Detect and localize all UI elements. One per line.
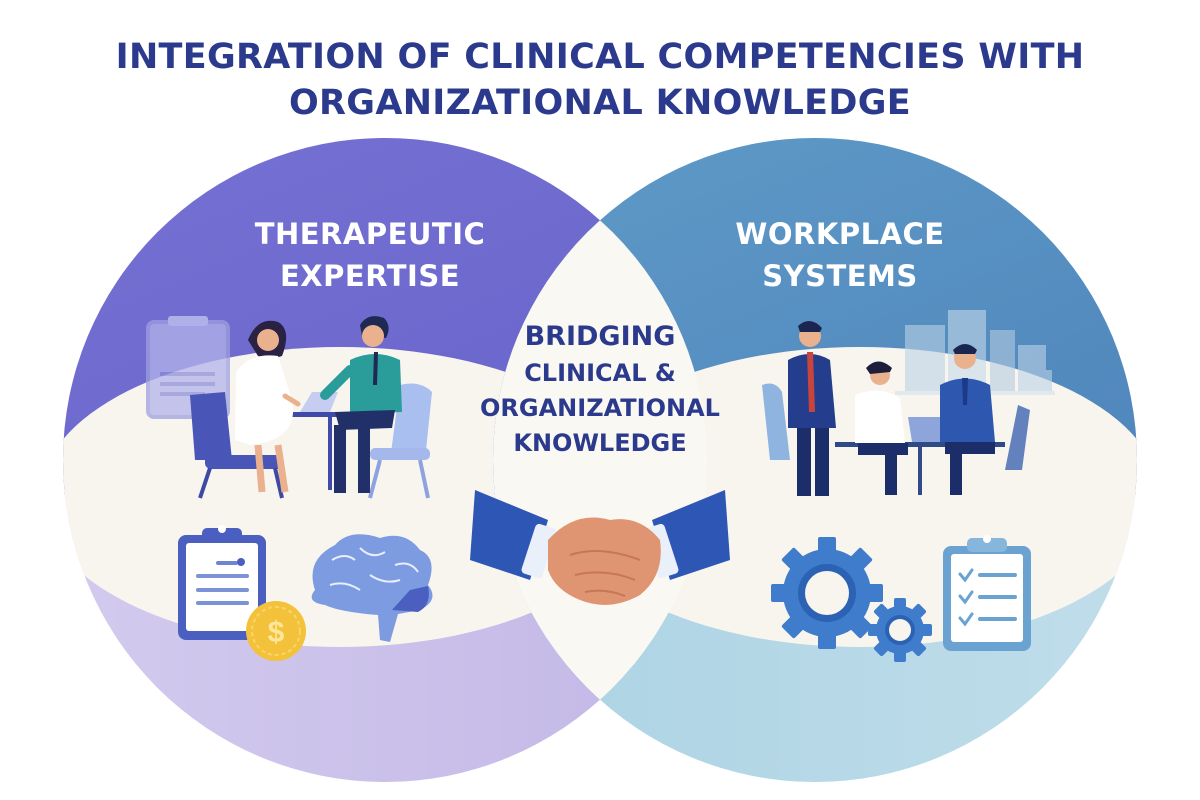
gears-icon	[771, 537, 932, 662]
checklist-icon	[943, 535, 1031, 651]
center-line-2: CLINICAL &	[524, 359, 676, 387]
left-label-line-2: EXPERTISE	[279, 259, 461, 293]
right-label-line-1: WORKPLACE	[735, 217, 945, 251]
center-line-1: BRIDGING	[524, 321, 676, 352]
therapy-session-scene	[190, 316, 432, 499]
clipboard-icon	[178, 525, 266, 640]
left-label-line-1: THERAPEUTIC	[254, 217, 486, 251]
page-title: INTEGRATION OF CLINICAL COMPETENCIES WIT…	[0, 34, 1200, 126]
right-circle-label: WORKPLACE SYSTEMS	[670, 213, 1010, 297]
right-label-line-2: SYSTEMS	[762, 259, 918, 293]
center-label: BRIDGING CLINICAL & ORGANIZATIONAL KNOWL…	[465, 318, 735, 461]
left-circle-label: THERAPEUTIC EXPERTISE	[200, 213, 540, 297]
brain-icon	[311, 534, 433, 642]
handshake-icon	[470, 490, 730, 605]
coin-dollar-icon: $	[246, 601, 306, 661]
center-line-4: KNOWLEDGE	[513, 429, 687, 457]
title-line-2: ORGANIZATIONAL KNOWLEDGE	[289, 83, 911, 123]
svg-text:$: $	[268, 616, 285, 649]
poster-clipboard-icon	[146, 316, 230, 419]
intersection-lens	[493, 138, 707, 782]
office-meeting-scene	[762, 320, 1030, 496]
center-line-3: ORGANIZATIONAL	[480, 394, 720, 422]
title-line-1: INTEGRATION OF CLINICAL COMPETENCIES WIT…	[115, 37, 1085, 77]
